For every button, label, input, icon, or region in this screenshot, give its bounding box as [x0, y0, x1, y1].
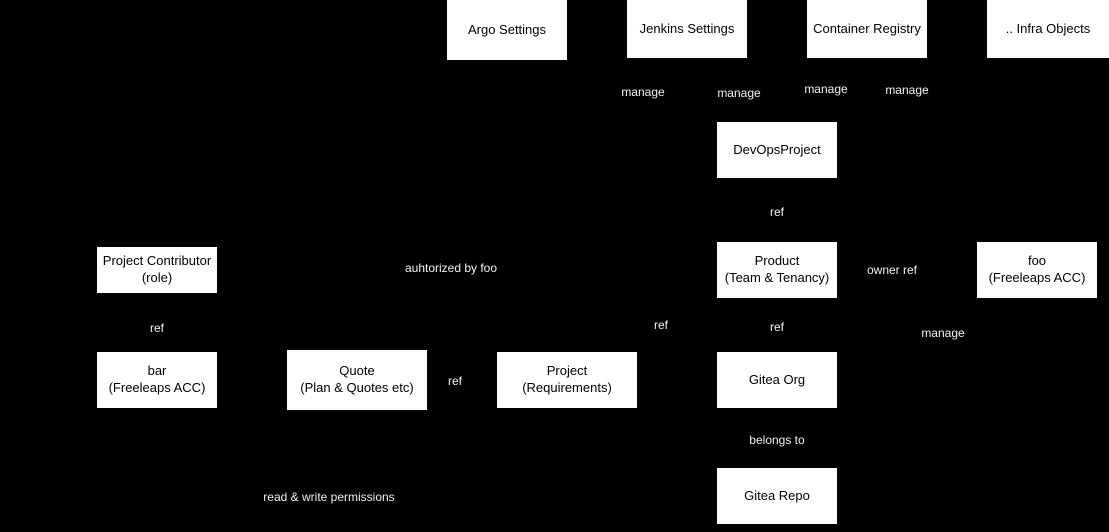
- node-gitea-org: Gitea Org: [717, 352, 837, 408]
- edge-label-owner-ref: owner ref: [863, 261, 921, 279]
- edge-label-ref-contributor-bar: ref: [146, 319, 168, 337]
- edge-label-manage-infra: manage: [882, 81, 932, 99]
- node-quote: Quote (Plan & Quotes etc): [287, 350, 427, 410]
- node-jenkins-settings: Jenkins Settings: [627, 0, 747, 58]
- node-container-registry: Container Registry: [807, 0, 927, 58]
- node-product: Product (Team & Tenancy): [717, 242, 837, 298]
- edge-label-ref-devops-product: ref: [766, 203, 788, 221]
- node-foo-account: foo (Freeleaps ACC): [977, 242, 1097, 298]
- edge-label-ref-project-product: ref: [650, 316, 672, 334]
- node-gitea-repo: Gitea Repo: [717, 468, 837, 524]
- edge-label-ref-product-gitea: ref: [766, 318, 788, 336]
- edge-label-manage-jenkins: manage: [714, 84, 764, 102]
- node-project: Project (Requirements): [497, 352, 637, 408]
- edge-label-ref-quote-project: ref: [444, 372, 466, 390]
- node-devops-project: DevOpsProject: [717, 122, 837, 178]
- edge-label-authorized-by-foo: auhtorized by foo: [401, 259, 501, 277]
- node-infra-objects: .. Infra Objects: [987, 0, 1109, 58]
- node-argo-settings: Argo Settings: [447, 0, 567, 60]
- edge-label-belongs-to: belongs to: [746, 431, 808, 449]
- node-project-contributor: Project Contributor (role): [97, 247, 217, 293]
- edge-label-manage-registry: manage: [801, 80, 851, 98]
- edge-label-manage-foo: manage: [918, 324, 968, 342]
- node-bar-account: bar (Freeleaps ACC): [97, 352, 217, 408]
- edge-label-manage-argo: manage: [618, 83, 668, 101]
- edge-label-read-write-permissions: read & write permissions: [260, 488, 398, 506]
